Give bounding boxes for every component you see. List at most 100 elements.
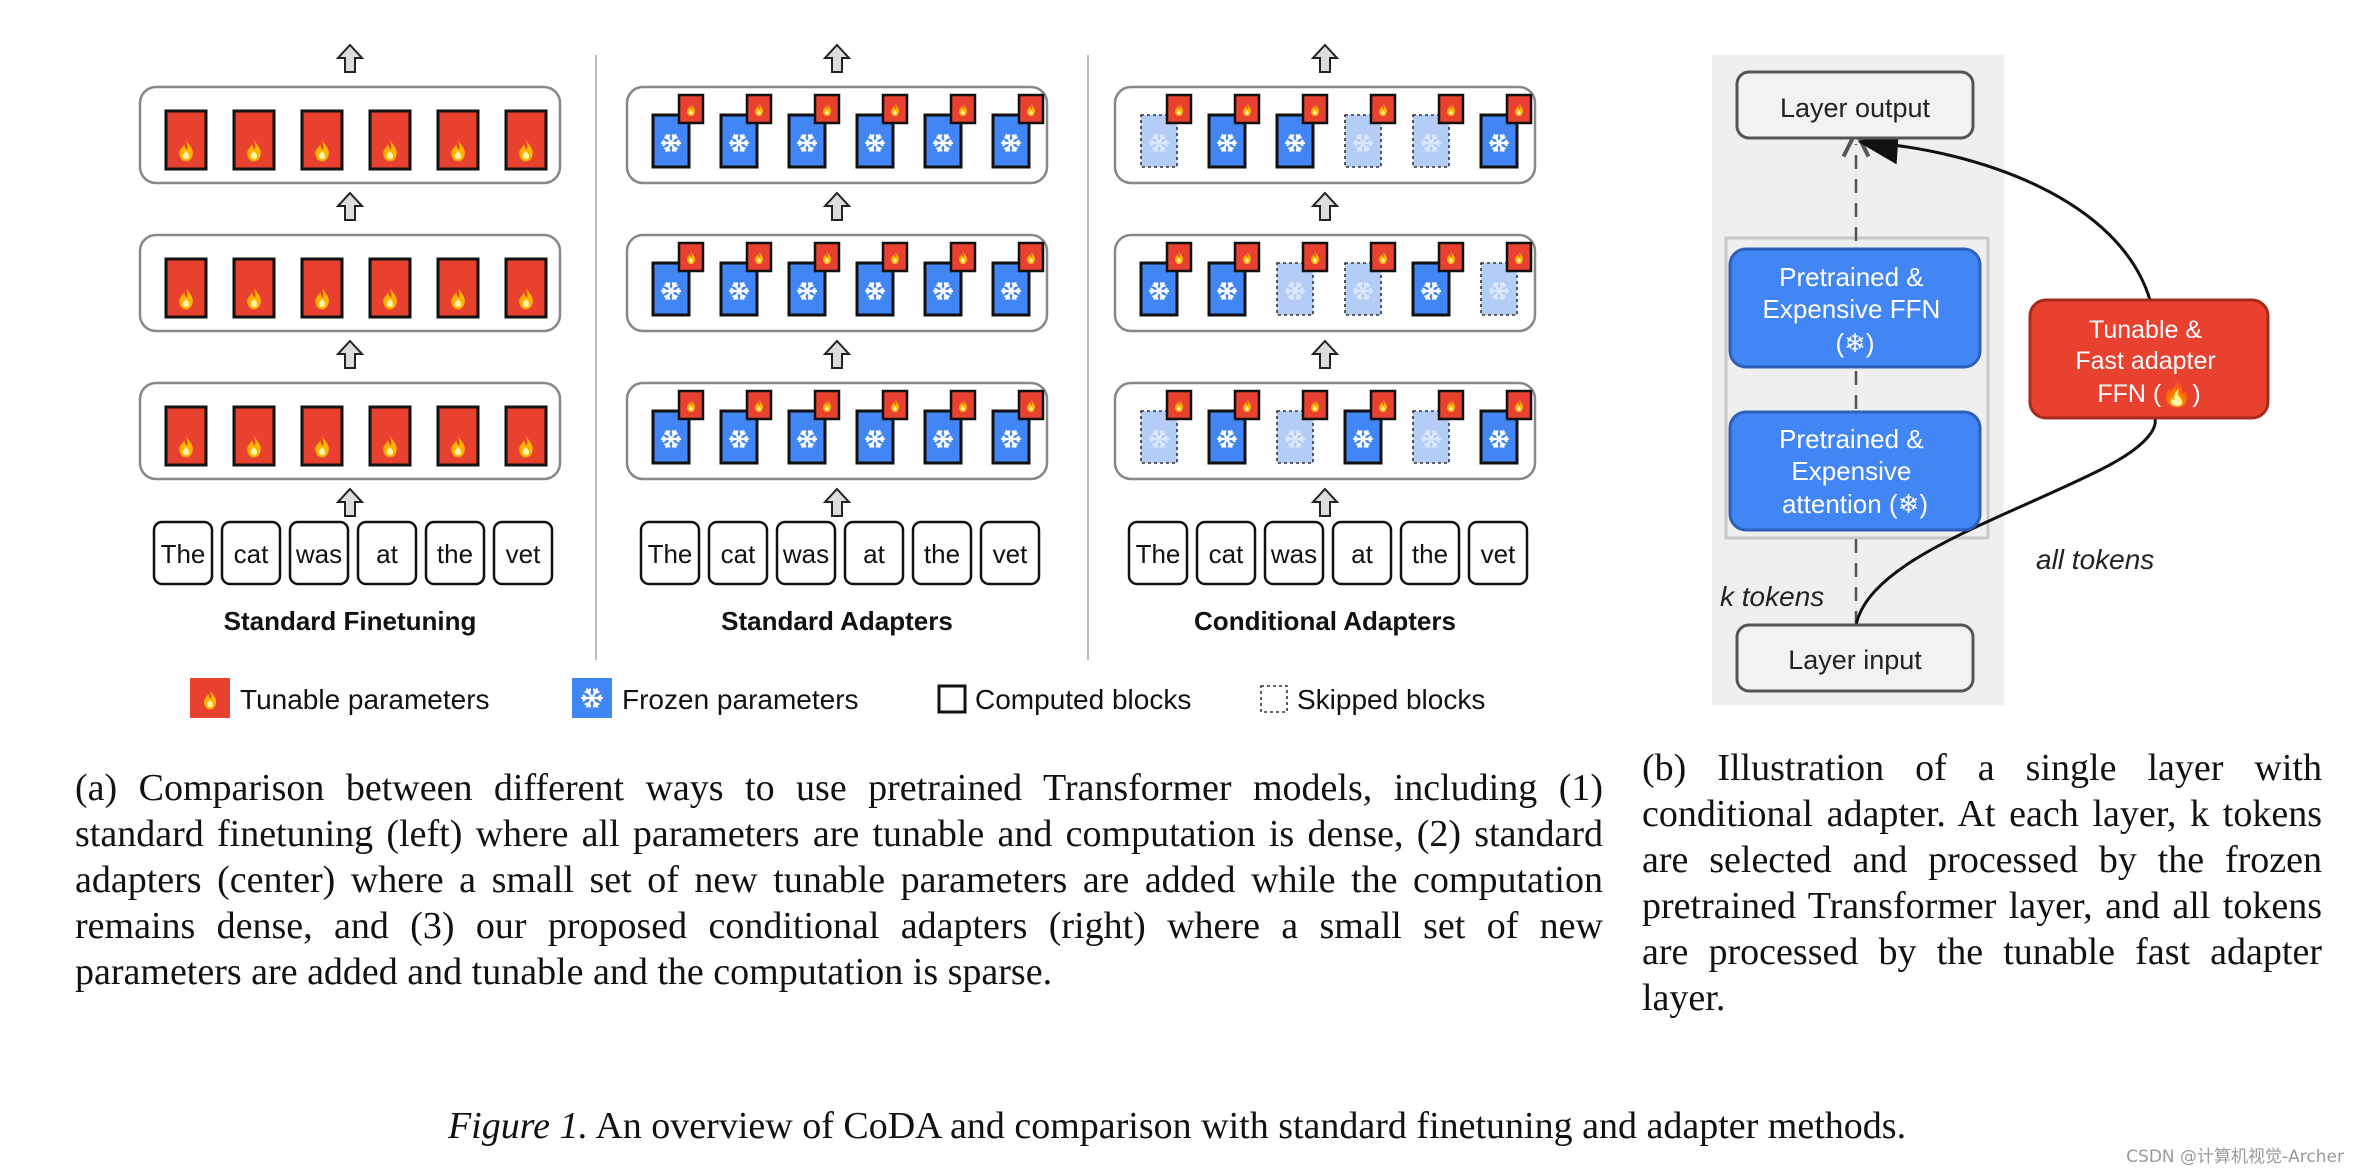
snowflake-branch [1012, 146, 1018, 150]
flame-icon [1243, 399, 1251, 413]
flame-outer [519, 288, 533, 310]
flame-inner [1517, 258, 1521, 263]
snowflake-branch [1159, 430, 1163, 436]
snowflake-branch [944, 294, 950, 298]
ffn-box [1728, 247, 1982, 369]
token-label: the [924, 539, 960, 569]
token-box [911, 520, 973, 586]
snowflake-branch [1503, 287, 1508, 293]
flame-outer [891, 251, 899, 265]
snowflake-icon [864, 282, 886, 300]
token-label: vet [506, 539, 541, 569]
snowflake-branch [1015, 435, 1020, 441]
flame-outer [1175, 103, 1183, 117]
snowflake-branch [1015, 287, 1020, 293]
snowflake-icon [796, 134, 818, 152]
snowflake-branch [740, 442, 746, 446]
snowflake-branch [1490, 289, 1495, 295]
snowflake-branch [1299, 139, 1304, 145]
snowflake-branch [1160, 294, 1166, 298]
snowflake-branch [1160, 442, 1166, 446]
flame-icon [1379, 251, 1387, 265]
snowflake-branch [1155, 146, 1159, 152]
snowflake-branch [1286, 437, 1291, 443]
snowflake-branch [1007, 146, 1011, 152]
flame-outer [959, 251, 967, 265]
snowflake-branch [868, 432, 874, 436]
adapter-line-2: Fast adapter [2075, 347, 2215, 375]
token-label: cat [721, 539, 756, 569]
flame-inner [1381, 406, 1385, 411]
flame-outer [1311, 399, 1319, 413]
token-label: at [376, 539, 398, 569]
snowflake-icon [1148, 430, 1170, 448]
up-arrow [822, 487, 852, 517]
snowflake-branch [1356, 432, 1362, 436]
snowflake-branch [730, 289, 735, 295]
snowflake-icon [1488, 134, 1510, 152]
snowflake-branch [1499, 282, 1503, 288]
snowflake-branch [1012, 294, 1018, 298]
adapter-block [813, 241, 841, 273]
flame-icon [315, 436, 329, 458]
flame-inner [318, 447, 326, 456]
snowflake-branch [1231, 435, 1236, 441]
flame-icon [1515, 399, 1523, 413]
flame-outer [1243, 103, 1251, 117]
snowflake-icon [1148, 282, 1170, 300]
column-title: Conditional Adapters [1194, 606, 1456, 636]
token-box [288, 520, 350, 586]
adapter-block [745, 93, 773, 125]
flame-icon [179, 140, 193, 162]
snowflake-branch [592, 688, 597, 694]
flame-icon [519, 140, 533, 162]
flame-icon [1379, 103, 1387, 117]
watermark: CSDN @计算机视觉-Archer [2126, 1147, 2344, 1167]
snowflake-icon [1216, 282, 1238, 300]
snowflake-branch [1503, 435, 1508, 441]
token-box [639, 520, 701, 586]
flame-outer [1515, 399, 1523, 413]
up-arrow [1310, 43, 1340, 73]
flame-inner [386, 447, 394, 456]
snowflake-branch [800, 284, 806, 288]
snowflake-branch [1364, 442, 1370, 446]
figure-caption-text: An overview of CoDA and comparison with … [595, 1105, 1907, 1147]
snowflake-branch [1291, 146, 1295, 152]
snowflake-branch [1002, 289, 1007, 295]
snowflake-icon [864, 430, 886, 448]
adapter-line-1: Tunable & [2089, 316, 2202, 344]
up-arrow [335, 191, 365, 221]
snowflake-icon [932, 134, 954, 152]
snowflake-branch [807, 430, 811, 436]
snowflake-icon [1000, 282, 1022, 300]
snowflake-icon [796, 282, 818, 300]
snowflake-branch [936, 284, 942, 288]
snowflake-branch [1296, 442, 1302, 446]
snowflake-branch [1422, 289, 1427, 295]
caption-b-text: (b) Illustration of a single layer with … [1642, 747, 2322, 1019]
flame-icon [1311, 103, 1319, 117]
snowflake-branch [1364, 294, 1370, 298]
flame-inner [757, 258, 761, 263]
flame-inner [182, 151, 190, 160]
token-label: the [1412, 539, 1448, 569]
snowflake-branch [811, 287, 816, 293]
snowflake-branch [1218, 141, 1223, 147]
flame-icon [179, 436, 193, 458]
snowflake-branch [1427, 146, 1431, 152]
flame-inner [1517, 110, 1521, 115]
snowflake-icon [660, 282, 682, 300]
snowflake-branch [1228, 294, 1234, 298]
snowflake-branch [939, 146, 943, 152]
snowflake-branch [667, 294, 671, 300]
snowflake-branch [1296, 146, 1302, 150]
flame-outer [1515, 251, 1523, 265]
flame-inner [1029, 258, 1033, 263]
flame-outer [1175, 399, 1183, 413]
snowflake-branch [803, 442, 807, 448]
flame-icon [755, 103, 763, 117]
flame-outer [1027, 103, 1035, 117]
snowflake-branch [667, 146, 671, 152]
flame-icon [451, 288, 465, 310]
